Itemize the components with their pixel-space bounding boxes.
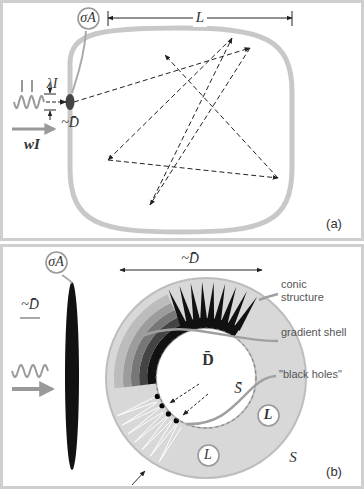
symbol-text: σA bbox=[48, 254, 63, 270]
symbol-text: L bbox=[204, 447, 212, 463]
gradient-band bbox=[114, 294, 171, 388]
size-tick bbox=[44, 94, 56, 95]
black-hole bbox=[166, 411, 171, 416]
panel-label: (a) bbox=[326, 217, 342, 232]
wavelength-tick bbox=[32, 80, 33, 92]
panel-frame bbox=[2, 246, 363, 488]
cone-outline bbox=[159, 425, 181, 462]
circle-outline bbox=[46, 252, 67, 273]
cone-outline bbox=[122, 403, 159, 425]
dimension-label: ~D̄ bbox=[181, 251, 199, 267]
ray-path bbox=[183, 394, 208, 415]
cavity-wall bbox=[70, 28, 292, 232]
symbol-text: σA bbox=[80, 10, 95, 26]
part-label: gradient shell bbox=[281, 326, 347, 339]
size-label: ~D̄ bbox=[61, 115, 79, 131]
wave-vector-arrow bbox=[12, 128, 54, 131]
region-symbol: S̄ bbox=[234, 380, 242, 397]
pointer-arrow bbox=[132, 471, 145, 485]
ray-path bbox=[74, 48, 250, 102]
wavelength-symbol: λI bbox=[47, 76, 58, 92]
absorber-disc bbox=[65, 282, 79, 470]
incident-ray bbox=[46, 101, 66, 102]
dimension-tick bbox=[292, 11, 293, 26]
region-symbol: S bbox=[289, 449, 297, 466]
wave-packet bbox=[12, 365, 48, 377]
cone-spike bbox=[207, 282, 214, 320]
part-label: "black holes" bbox=[279, 368, 342, 381]
part-label: conic structure bbox=[281, 278, 347, 303]
ray-path bbox=[165, 55, 278, 178]
ray-path bbox=[150, 48, 250, 205]
leader-line bbox=[259, 294, 278, 300]
shell-structures bbox=[114, 282, 257, 462]
dimension-line bbox=[120, 270, 262, 271]
cone-spike bbox=[191, 283, 201, 321]
wave-packet bbox=[14, 96, 44, 108]
size-label: ~D̄ bbox=[21, 297, 39, 313]
circle-outline bbox=[198, 445, 219, 466]
cone-spike bbox=[179, 286, 193, 324]
size-arrow bbox=[50, 111, 51, 120]
size-tick bbox=[44, 110, 56, 111]
symbol-circle: L bbox=[197, 444, 220, 467]
ray-path bbox=[150, 38, 232, 205]
wave-vector-arrow bbox=[12, 387, 52, 391]
symbol-circle: σA bbox=[77, 7, 100, 30]
panel-frame bbox=[2, 2, 363, 240]
inner-boundary bbox=[156, 328, 256, 428]
panel-label: (b) bbox=[326, 465, 342, 480]
cone-outline bbox=[118, 397, 157, 415]
absorber bbox=[66, 94, 75, 110]
circle-outline bbox=[258, 405, 279, 426]
symbol-circle: L bbox=[257, 404, 280, 427]
leader-line bbox=[72, 31, 86, 93]
wave-vector-symbol: wI bbox=[24, 136, 40, 153]
cone-spike bbox=[200, 282, 207, 320]
symbol-text: L bbox=[264, 407, 273, 423]
dimension-label: L bbox=[193, 9, 207, 26]
region-symbol: D̄ bbox=[202, 351, 214, 369]
size-tick bbox=[20, 318, 40, 319]
cone-outline bbox=[128, 408, 163, 434]
cone-spike bbox=[234, 297, 257, 331]
black-hole bbox=[174, 418, 179, 423]
leader-line bbox=[142, 329, 278, 341]
ray-path bbox=[108, 160, 278, 178]
ray-paths bbox=[74, 38, 278, 205]
symbol-circle: σA bbox=[45, 251, 68, 274]
ray-path bbox=[170, 384, 199, 403]
dimension-tick bbox=[108, 11, 109, 26]
wave-packets bbox=[12, 96, 48, 377]
wavelength-tick bbox=[22, 80, 23, 92]
shell-ring bbox=[106, 278, 306, 478]
circle-outline bbox=[78, 8, 99, 29]
leader-line bbox=[62, 275, 72, 283]
ray-path bbox=[108, 38, 232, 160]
